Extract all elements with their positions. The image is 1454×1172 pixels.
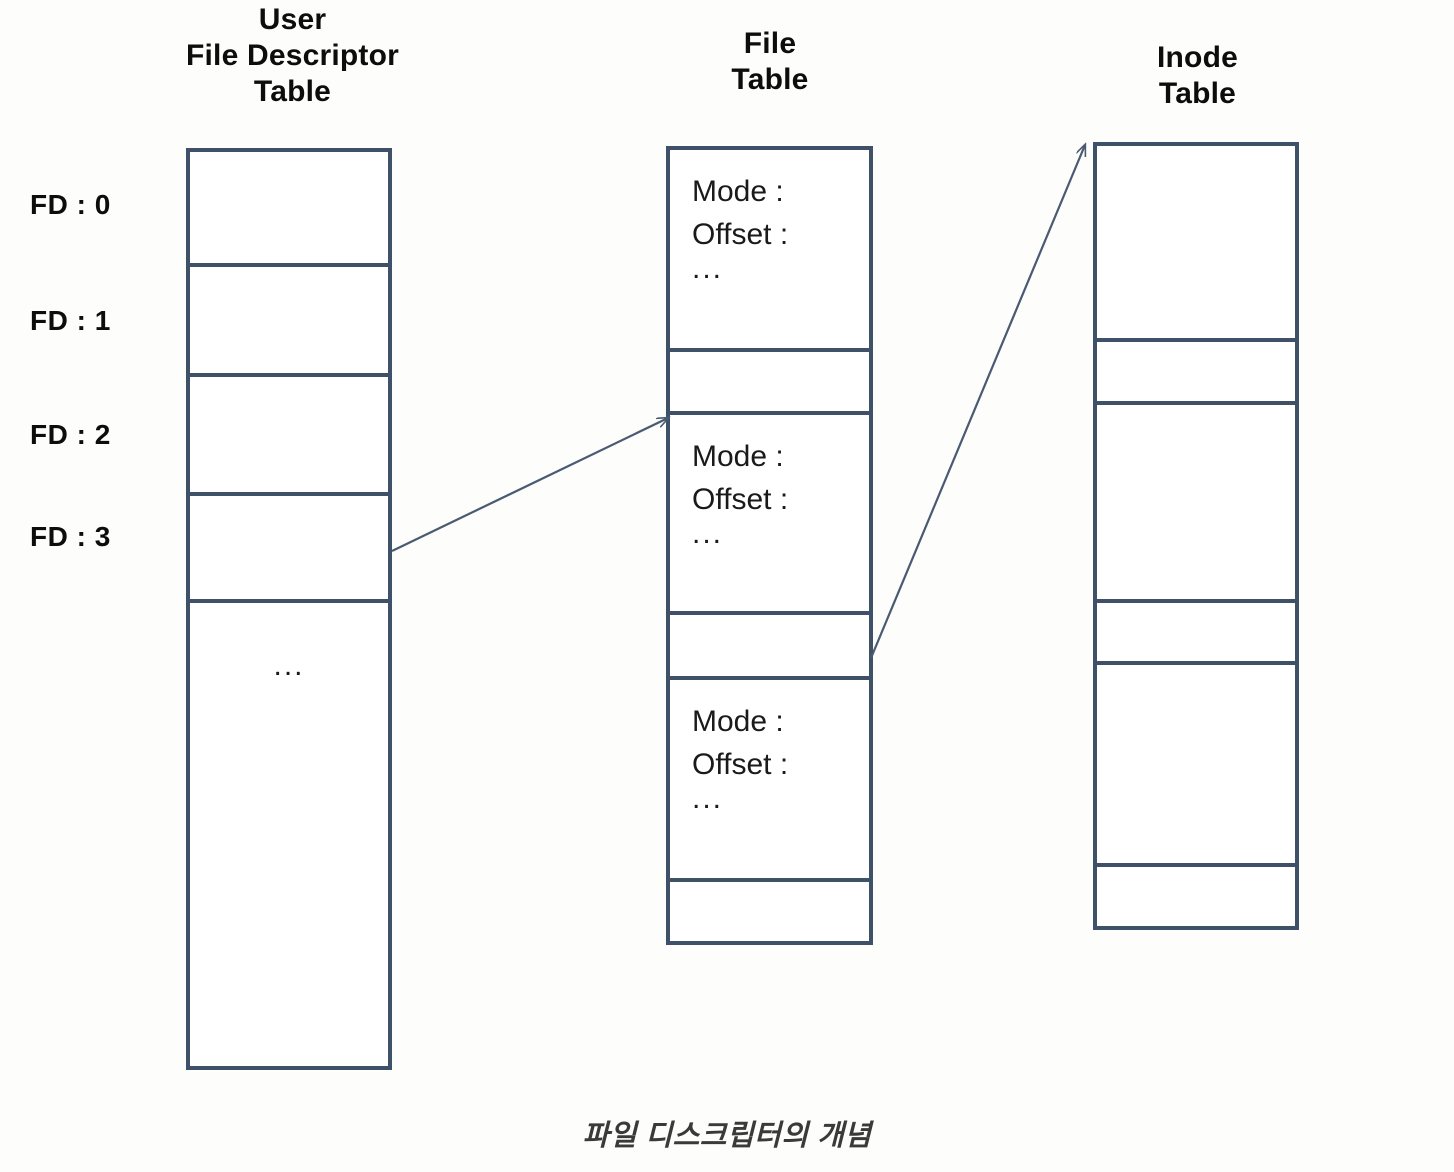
file-table-row-0-fields: Mode : Offset : <box>692 175 789 251</box>
file-table-row-0-ellipsis: ... <box>692 252 724 285</box>
file-table-row-2[interactable]: Mode : Offset : ... <box>670 415 869 615</box>
inode-table-row-5[interactable] <box>1097 867 1295 926</box>
user-fd-table-title: User File Descriptor Table <box>185 3 400 108</box>
fd-label-0: FD : 0 <box>30 189 111 220</box>
file-table-row-4-fields: Mode : Offset : <box>692 705 789 781</box>
file-table-row-4-ellipsis: ... <box>692 782 724 815</box>
arrow-file-table-to-inode-table <box>869 145 1085 659</box>
inode-table-row-0[interactable] <box>1097 146 1295 342</box>
user-fd-table: ... <box>186 148 392 1070</box>
file-table-row-1[interactable] <box>670 352 869 415</box>
file-table-row-4[interactable]: Mode : Offset : ... <box>670 680 869 882</box>
fd-label-3: FD : 3 <box>30 521 111 552</box>
user-fd-table-row-1[interactable] <box>190 267 388 377</box>
file-table-row-3[interactable] <box>670 615 869 680</box>
file-table: Mode : Offset : ... Mode : Offset : ... … <box>666 146 873 945</box>
diagram-caption: 파일 디스크립터의 개념 <box>582 1120 872 1152</box>
file-table-row-5[interactable] <box>670 882 869 941</box>
inode-table-title: Inode Table <box>1157 41 1238 110</box>
fd-label-1: FD : 1 <box>30 305 111 336</box>
inode-table <box>1093 142 1299 930</box>
file-table-row-0[interactable]: Mode : Offset : ... <box>670 150 869 352</box>
inode-table-row-3[interactable] <box>1097 603 1295 665</box>
inode-table-row-4[interactable] <box>1097 665 1295 867</box>
inode-table-row-2[interactable] <box>1097 405 1295 603</box>
file-table-row-2-ellipsis: ... <box>692 517 724 550</box>
user-fd-table-row-0[interactable] <box>190 152 388 267</box>
file-table-title: File Table <box>731 27 809 96</box>
file-table-row-2-fields: Mode : Offset : <box>692 440 789 516</box>
user-fd-table-row-rest[interactable]: ... <box>190 603 388 1066</box>
user-fd-table-row-2[interactable] <box>190 377 388 496</box>
arrow-fd3-to-file-table <box>391 418 668 552</box>
inode-table-row-1[interactable] <box>1097 342 1295 405</box>
user-fd-table-ellipsis: ... <box>273 649 305 682</box>
user-fd-table-row-3[interactable] <box>190 496 388 603</box>
fd-label-2: FD : 2 <box>30 419 111 450</box>
